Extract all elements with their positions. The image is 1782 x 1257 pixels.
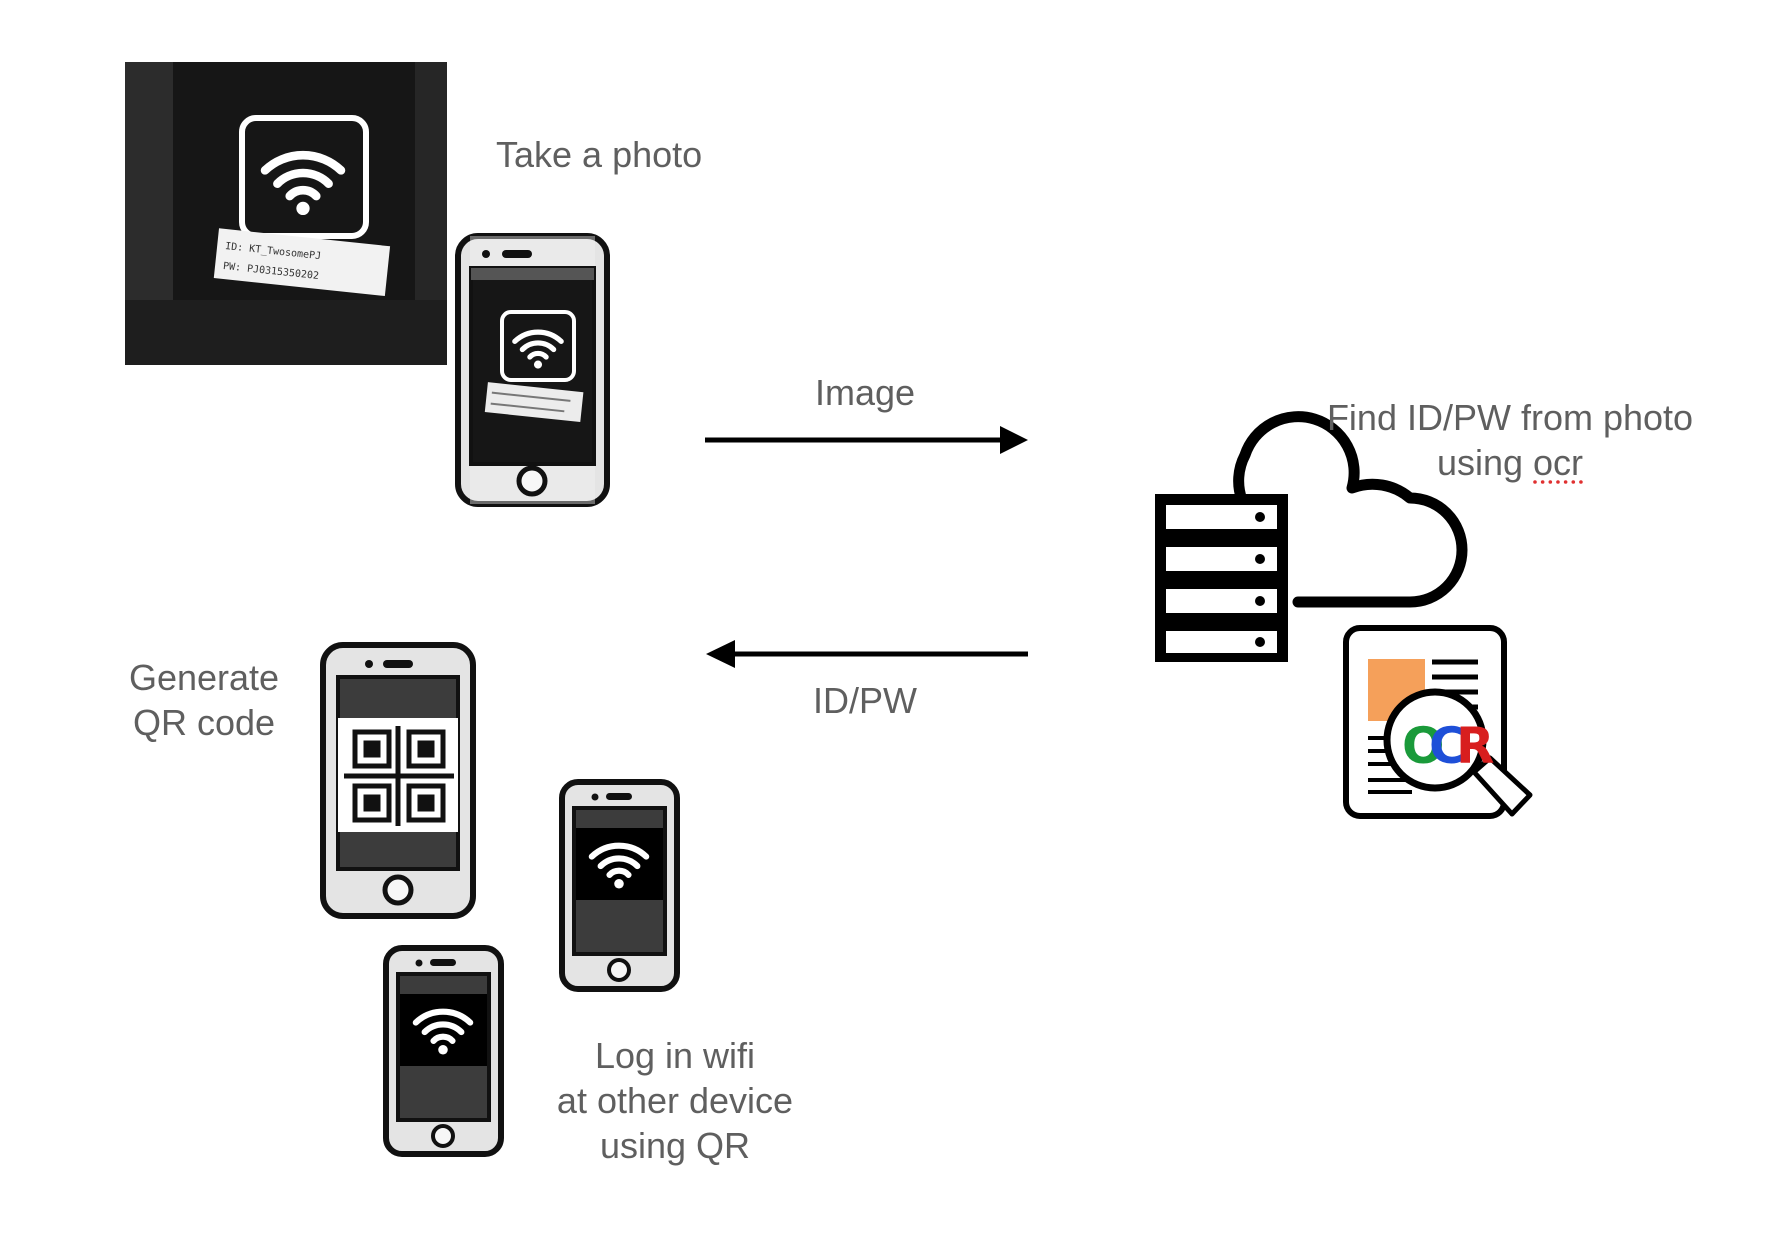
server-stack-icon [1155, 494, 1288, 662]
login-wifi-line2: at other device [556, 1080, 794, 1121]
phone-wifi-icon-right [559, 779, 680, 992]
take-photo-label: Take a photo [496, 134, 703, 175]
wifi-sign-photo: ID: KT_TwosomePJ PW: PJ0315350202 [125, 62, 447, 365]
ocr-word: ocr [1533, 442, 1584, 483]
cloud-icon [1233, 411, 1468, 608]
magnifier-icon [1383, 688, 1533, 817]
phone-wifi-icon-bottom [383, 945, 504, 1157]
idpw-arrow [706, 640, 1028, 668]
idpw-arrow-label: ID/PW [813, 680, 917, 721]
generate-qr-line1: Generate [128, 657, 280, 698]
credential-label: ID: KT_TwosomePJ PW: PJ0315350202 [213, 228, 391, 297]
find-idpw-line2: using ocr [1436, 442, 1584, 483]
login-wifi-line3: using QR [599, 1125, 751, 1166]
phone-camera-icon [455, 233, 610, 507]
generate-qr-label: Generate QR code [112, 655, 296, 745]
ocr-letter-r: R [1456, 717, 1495, 775]
qr-code-icon [344, 726, 454, 826]
image-arrow-label: Image [814, 372, 916, 413]
wifi-icon [239, 115, 369, 239]
ocr-document-icon: O C R [1343, 625, 1533, 819]
ocr-letter-c: C [1429, 717, 1466, 775]
login-wifi-line1: Log in wifi [594, 1035, 756, 1076]
generate-qr-line2: QR code [132, 702, 276, 743]
login-wifi-label: Log in wifi at other device using QR [530, 1033, 820, 1168]
find-idpw-line1: Find ID/PW from photo [1326, 397, 1694, 438]
find-idpw-label: Find ID/PW from photo using ocr [1290, 395, 1730, 485]
phone-qr-icon [320, 642, 476, 919]
image-arrow [705, 426, 1028, 454]
ocr-letter-o: O [1402, 717, 1445, 775]
